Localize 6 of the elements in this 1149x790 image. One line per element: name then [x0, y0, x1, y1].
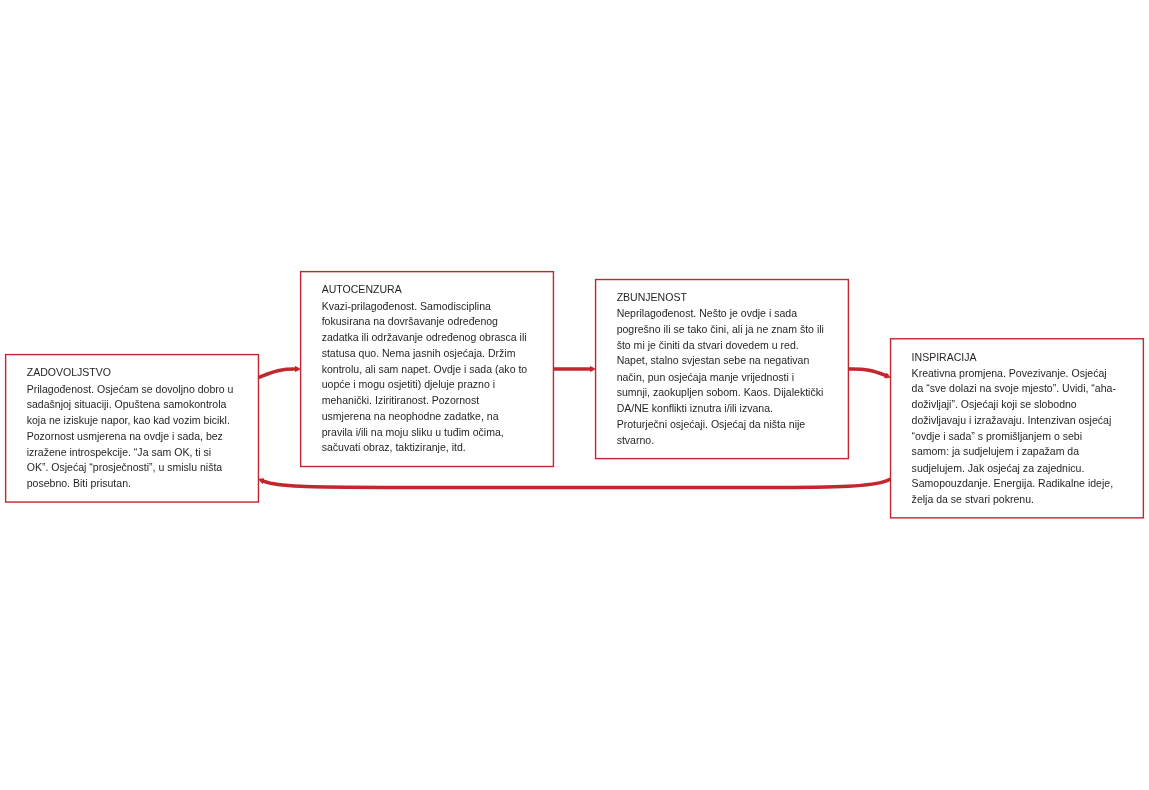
- arrow: [848, 367, 891, 379]
- node-box: ZADOVOLJSTVO Prilagođenost. Osjećam se dovoljno dobro u sadašnjoj situaciji. Opuštena samokontrola koja ne iziskuje napor, kao kad vozim bicikl. Pozornost usmjerena na ovdje i sada, bez izražene introspekcije. “Ja sam OK, ti si OK”. Osjećaj “prosječnosti”, u smislu ništa posebno. Biti prisutan.: [4, 354, 260, 503]
- arrow: [553, 366, 596, 373]
- node-box: INSPIRACIJA Kreativna promjena. Povezivanje. Osjećaj da “sve dolazi na svoje mjesto”. Uvidi, “aha-doživljaji”. Osjećaji koji se slobodno doživljavaju i izražavaju. Intenzivan osjećaj “ovdje i sada” s promišljanjem o sebi samom: ja sudjelujem i zapažam da sudjelujem. Jak osjećaj za zajednicu. Samopouzdanje. Energija. Radikalne ideje, želja da se stvari pokrenu.: [889, 338, 1145, 519]
- node-box: ZBUNJENOST Neprilagođenost. Nešto je ovdje i sada pogrešno ili se tako čini, ali ja ne znam što ili što mi je činiti da stvari dovedem u red. Napet, stalno svjestan sebe na negativan način, pun osjećaja manje vrijednosti i sumnji, zaokupljen sobom. Kaos. Dijalektički DA/NE konflikti iznutra i/ili izvana. Proturječni osjećaji. Osjećaj da ništa nije stvarno.: [594, 279, 850, 460]
- node-box: AUTOCENZURA Kvazi-prilagođenost. Samodisciplina fokusirana na dovršavanje određenog zadatka ili održavanje određenog obrasca ili statusa quo. Nema jasnih osjećaja. Držim kontrolu, ali sam napet. Ovdje i sada (ako to uopće i mogu osjetiti) djeluje prazno i mehanički. Iziritiranost. Pozornost usmjerena na neophodne zadatke, na pravila i/ili na moju sliku u tuđim očima, sačuvati obraz, taktiziranje, itd.: [299, 271, 555, 468]
